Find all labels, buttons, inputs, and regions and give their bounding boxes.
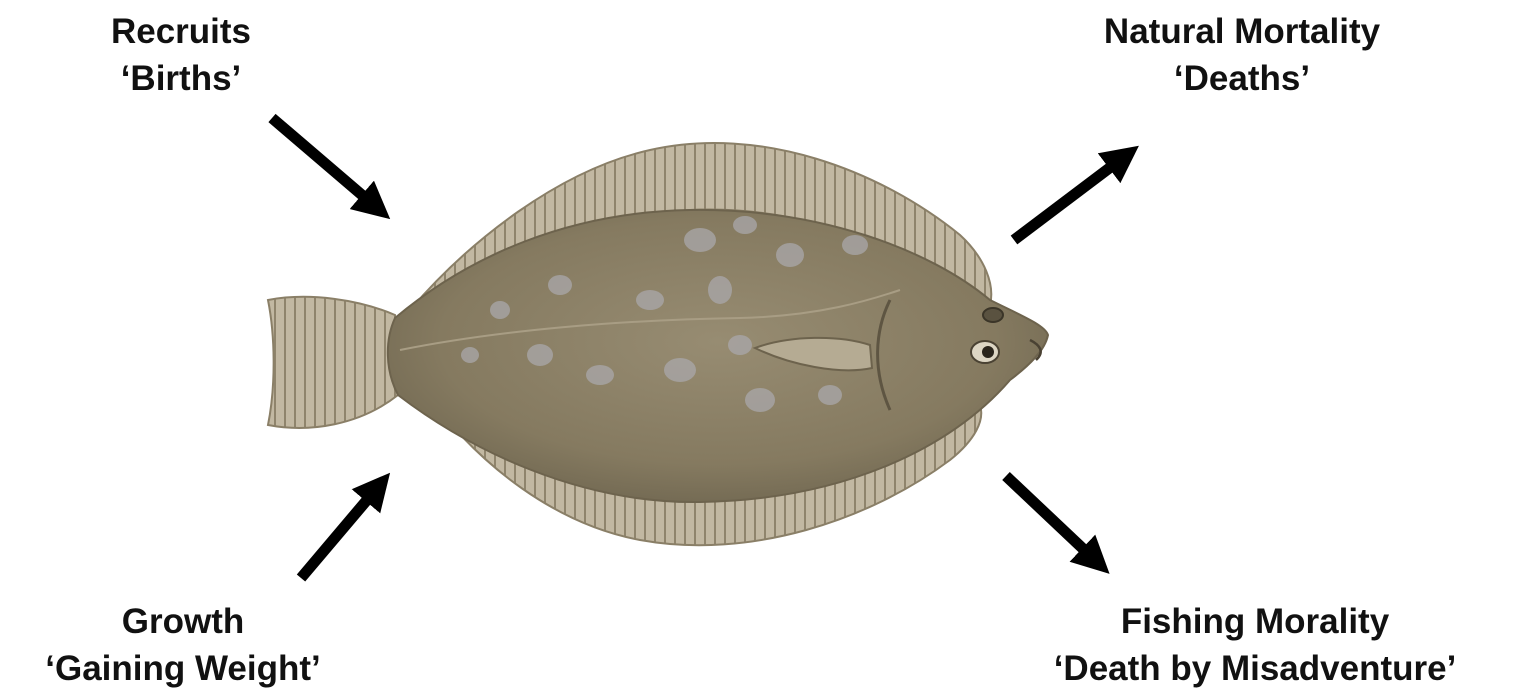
growth-title: Growth — [18, 598, 348, 645]
growth-label: Growth ‘Gaining Weight’ — [18, 598, 348, 692]
arrow-out-bottom-right — [1006, 476, 1096, 561]
arrow-in-top-left — [272, 118, 376, 207]
fishing-mortality-label: Fishing Morality ‘Death by Misadventure’ — [990, 598, 1520, 692]
flounder-illustration — [268, 143, 1048, 545]
growth-subtitle: ‘Gaining Weight’ — [18, 645, 348, 692]
natural-mortality-label: Natural Mortality ‘Deaths’ — [1052, 8, 1432, 102]
natural-mortality-subtitle: ‘Deaths’ — [1052, 55, 1432, 102]
arrow-in-bottom-left — [301, 487, 378, 578]
recruits-subtitle: ‘Births’ — [76, 55, 286, 102]
fishing-mortality-subtitle: ‘Death by Misadventure’ — [990, 645, 1520, 692]
fish-eye-upper — [983, 308, 1003, 322]
natural-mortality-title: Natural Mortality — [1052, 8, 1432, 55]
fishing-mortality-title: Fishing Morality — [990, 598, 1520, 645]
recruits-title: Recruits — [76, 8, 286, 55]
recruits-label: Recruits ‘Births’ — [76, 8, 286, 102]
arrow-out-top-right — [1014, 157, 1124, 240]
tail-fin — [268, 297, 398, 428]
